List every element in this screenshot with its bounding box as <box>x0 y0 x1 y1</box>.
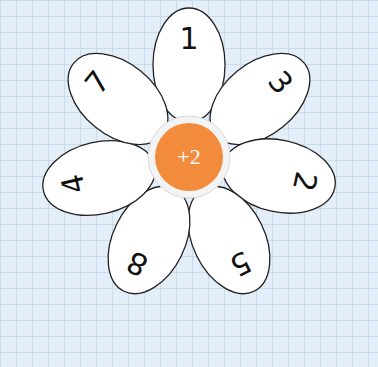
operation-label: +2 <box>147 144 231 170</box>
center-circle: +2 <box>147 115 231 199</box>
petal-number: 1 <box>152 21 226 56</box>
